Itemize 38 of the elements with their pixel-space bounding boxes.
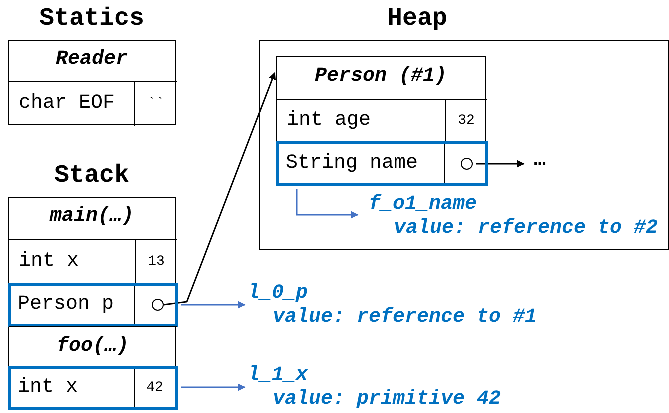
arrow [476,160,525,168]
value-note: value: primitive 42 [273,388,502,412]
table-row [277,99,487,142]
arrow [164,72,276,306]
table-header: foo(…) [9,326,177,367]
variable-id: f_o1_name [369,193,478,217]
table-header: Reader [54,47,129,73]
ellipsis: … [527,150,553,172]
arrow [296,189,359,219]
table-row [9,81,177,126]
section-heading: Stack [53,161,130,192]
table-header: main(…) [48,204,135,230]
field-name: Person p [18,292,114,318]
field-name: char EOF [19,91,116,117]
field-name: int age [287,108,372,134]
value-note: value: reference to #2 [394,217,658,241]
variable-id: l_0_p [248,282,308,306]
field-name: String name [286,151,418,177]
object-table [276,56,486,184]
table-row [8,283,178,327]
table-row [9,239,177,284]
field-value: 32 [445,100,487,142]
table-header: Person (#1) [314,64,448,90]
variable-id: l_1_x [248,364,308,388]
field-name: int x [18,375,78,401]
arrow [181,384,246,392]
section-heading: Heap [386,4,448,35]
reference-dot [461,158,473,170]
field-value: 13 [135,240,177,284]
field-value: 42 [134,369,175,407]
section-heading: Statics [38,4,146,35]
table-row [276,141,488,186]
reference-dot [152,299,164,311]
value-note: value: reference to #1 [273,306,538,330]
field-name: int x [19,249,80,275]
arrow [181,301,246,309]
field-value: `` [134,82,177,126]
table-row [8,366,178,410]
